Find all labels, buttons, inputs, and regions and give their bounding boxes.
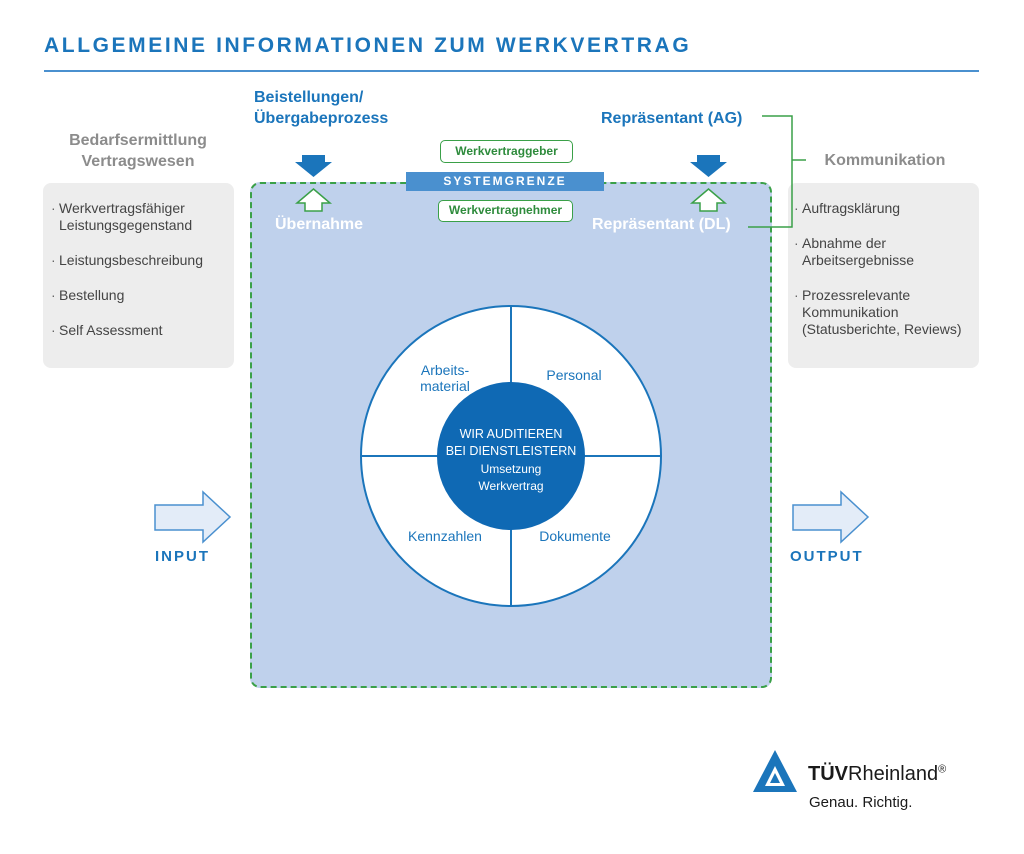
core-line1: WIR AUDITIEREN bbox=[459, 427, 563, 441]
list-item-line1: Leistungsbeschreibung bbox=[59, 252, 203, 268]
down-arrow-icon bbox=[690, 155, 727, 177]
output-label: OUTPUT bbox=[790, 548, 864, 565]
beistellungen-line1: Beistellungen/ bbox=[254, 89, 364, 106]
left-list: Werkvertragsfähiger Leistungsgegenstand … bbox=[51, 200, 231, 357]
werkvertraggeber-tag: Werkvertraggeber bbox=[440, 140, 573, 163]
right-arrow-icon bbox=[792, 490, 870, 544]
systemgrenze-bar: SYSTEMGRENZE bbox=[406, 172, 604, 191]
list-item: Werkvertragsfähiger Leistungsgegenstand bbox=[51, 200, 231, 234]
werkvertragnehmer-tag: Werkvertragnehmer bbox=[438, 200, 573, 222]
kommunikation-bracket bbox=[748, 115, 806, 228]
wheel-label-dokumente: Dokumente bbox=[539, 528, 611, 544]
wheel-label-line2: material bbox=[420, 378, 470, 394]
list-item-line1: Auftragsklärung bbox=[802, 200, 901, 216]
left-heading-line2: Vertragswesen bbox=[81, 153, 195, 170]
wheel-label-line1: Arbeits- bbox=[420, 362, 470, 378]
list-item-line3: (Statusberichte, Reviews) bbox=[802, 321, 962, 337]
list-item: Auftragsklärung bbox=[794, 200, 976, 217]
list-item-line1: Abnahme der bbox=[802, 235, 887, 251]
repraesentant-dl-label: Repräsentant (DL) bbox=[592, 216, 731, 233]
audit-core-circle bbox=[437, 382, 585, 530]
left-heading: Bedarfsermittlung Vertragswesen bbox=[40, 130, 236, 172]
uebernahme-label: Übernahme bbox=[275, 216, 364, 233]
list-item-line1: Prozessrelevante bbox=[802, 287, 911, 303]
input-label: INPUT bbox=[155, 548, 210, 565]
core-line2: BEI DIENSTLEISTERN bbox=[445, 444, 577, 458]
brand-logo-text: TÜVRheinland® bbox=[808, 763, 946, 786]
audit-wheel bbox=[360, 305, 662, 607]
list-item: Abnahme der Arbeitsergebnisse bbox=[794, 235, 976, 269]
beistellungen-heading: Beistellungen/ Übergabeprozess bbox=[254, 87, 388, 129]
registered-mark: ® bbox=[938, 763, 947, 776]
repraesentant-ag-heading: Repräsentant (AG) bbox=[601, 110, 743, 127]
core-line3: Umsetzung bbox=[480, 462, 542, 476]
brand-tagline: Genau. Richtig. bbox=[809, 794, 913, 811]
brand-regular: Rheinland bbox=[848, 763, 939, 785]
list-item-line2: Arbeitsergebnisse bbox=[802, 252, 915, 268]
list-item: Self Assessment bbox=[51, 322, 231, 339]
list-item-line1: Bestellung bbox=[59, 287, 125, 303]
right-arrow-icon bbox=[154, 490, 232, 544]
title-divider bbox=[44, 70, 979, 72]
wheel-label-personal: Personal bbox=[546, 367, 602, 383]
brand-bold: TÜV bbox=[808, 763, 848, 785]
list-item-line1: Self Assessment bbox=[59, 322, 163, 338]
wheel-label-arbeitsmaterial: Arbeits- material bbox=[405, 362, 485, 394]
list-item: Bestellung bbox=[51, 287, 231, 304]
list-item-line2: Leistungsgegenstand bbox=[59, 217, 193, 233]
core-line4: Werkvertrag bbox=[478, 479, 544, 493]
left-heading-line1: Bedarfsermittlung bbox=[69, 132, 207, 149]
beistellungen-line2: Übergabeprozess bbox=[254, 110, 389, 127]
wheel-label-kennzahlen: Kennzahlen bbox=[408, 528, 482, 544]
right-list: Auftragsklärung Abnahme der Arbeitsergeb… bbox=[794, 200, 976, 356]
list-item: Prozessrelevante Kommunikation (Statusbe… bbox=[794, 287, 976, 338]
list-item: Leistungsbeschreibung bbox=[51, 252, 231, 269]
up-arrow-icon bbox=[294, 188, 333, 212]
right-heading: Kommunikation bbox=[824, 152, 946, 169]
up-arrow-icon bbox=[689, 188, 728, 212]
list-item-line2: Kommunikation bbox=[802, 304, 899, 320]
tuv-triangle-logo-icon bbox=[753, 750, 797, 792]
audit-core-text: WIR AUDITIEREN BEI DIENSTLEISTERN Umsetz… bbox=[440, 426, 582, 495]
down-arrow-icon bbox=[295, 155, 332, 177]
page-title: ALLGEMEINE INFORMATIONEN ZUM WERKVERTRAG bbox=[44, 34, 692, 57]
list-item-line1: Werkvertragsfähiger bbox=[59, 200, 185, 216]
